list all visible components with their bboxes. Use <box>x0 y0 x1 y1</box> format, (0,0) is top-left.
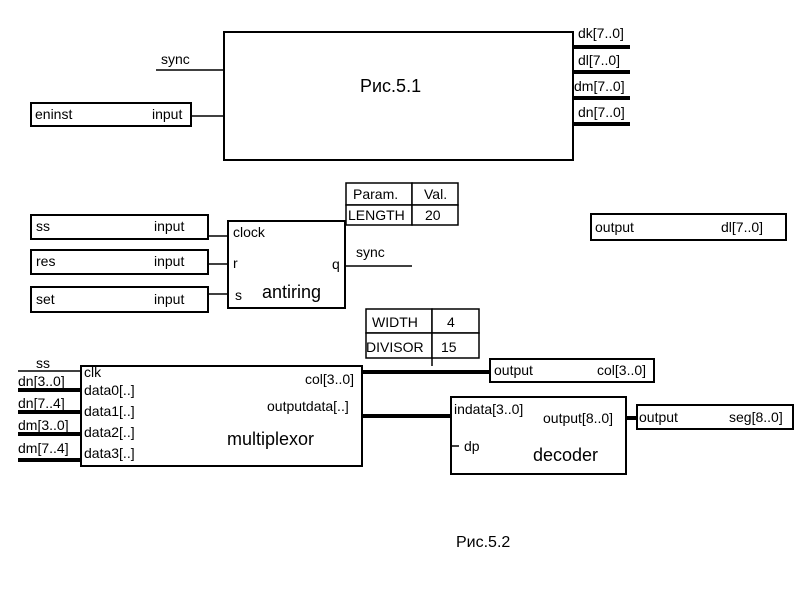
fig1-out-dl: dl[7..0] <box>578 52 620 68</box>
decoder-port-output: output[8..0] <box>543 410 613 426</box>
col-pin-box <box>489 358 655 383</box>
antiring-port-clock: clock <box>233 224 266 240</box>
ss-type: input <box>154 218 184 234</box>
ss-name: ss <box>36 218 50 234</box>
seg-name: seg[8..0] <box>729 409 783 425</box>
output-pin-dl: output dl[7..0] <box>590 213 787 241</box>
eninst-name: eninst <box>35 106 72 122</box>
fig1-out-dk: dk[7..0] <box>578 25 624 41</box>
antiring-param-table: Param. Val. LENGTH 20 <box>345 182 459 226</box>
seg-pin-box <box>636 404 794 430</box>
mux-port-outputdata: outputdata[..] <box>267 398 349 414</box>
input-pin-set: set input <box>30 286 228 313</box>
antiring-port-r: r <box>233 255 238 271</box>
width-value-cell <box>431 308 480 334</box>
divisor-value: 15 <box>441 339 457 355</box>
mux-port-col: col[3..0] <box>305 371 354 387</box>
input-pin-res: res input <box>30 249 228 275</box>
decoder-block: indata[3..0] dp output[8..0] decoder <box>450 396 637 475</box>
fig1-out-dn: dn[7..0] <box>578 104 625 120</box>
col-name: col[3..0] <box>597 362 646 378</box>
width-name: WIDTH <box>372 314 418 330</box>
antiring-box <box>227 220 346 309</box>
res-pin-box <box>30 249 209 275</box>
antiring-out-label: sync <box>356 244 385 260</box>
antiring-block: clock r s q antiring sync <box>227 220 412 309</box>
mux-port-clk: clk <box>84 364 102 380</box>
mux-port-data3: data3[..] <box>84 445 135 461</box>
width-name-cell <box>365 308 433 334</box>
mux-in-ss: ss <box>36 355 50 371</box>
mux-port-data1: data1[..] <box>84 403 135 419</box>
decoder-port-indata: indata[3..0] <box>454 401 523 417</box>
multiplexor-block: clk data0[..] data1[..] data2[..] data3[… <box>18 355 363 467</box>
fig1-title: Рис.5.1 <box>360 76 421 96</box>
decoder-title: decoder <box>533 445 598 465</box>
multiplexor-title: multiplexor <box>227 429 314 449</box>
res-name: res <box>36 253 55 269</box>
dl-name: dl[7..0] <box>721 219 763 235</box>
mux-port-data0: data0[..] <box>84 382 135 398</box>
divisor-name: DIVISOR <box>366 339 424 355</box>
width-value: 4 <box>447 314 455 330</box>
param-header: Param. <box>353 186 398 202</box>
mux-in-d3: dm[7..4] <box>18 440 69 456</box>
output-pin-col: output col[3..0] <box>489 358 655 383</box>
antiring-port-q: q <box>332 256 340 272</box>
mux-in-d2: dm[3..0] <box>18 417 69 433</box>
decoder-port-dp: dp <box>464 438 480 454</box>
fig1-box <box>223 31 574 161</box>
ss-pin-box <box>30 214 209 240</box>
set-type: input <box>154 291 184 307</box>
dl-type: output <box>595 219 634 235</box>
val-header: Val. <box>424 186 447 202</box>
mux-port-data2: data2[..] <box>84 424 135 440</box>
res-type: input <box>154 253 184 269</box>
length-value-cell <box>411 204 459 226</box>
output-pin-seg: output seg[8..0] <box>636 404 794 430</box>
mux-in-d0: dn[3..0] <box>18 373 65 389</box>
fig2-caption: Рис.5.2 <box>456 534 510 551</box>
length-value: 20 <box>425 207 441 223</box>
mux-param-table: WIDTH 4 DIVISOR 15 <box>365 308 480 366</box>
col-type: output <box>494 362 533 378</box>
length-name: LENGTH <box>348 207 405 223</box>
seg-type: output <box>639 409 678 425</box>
antiring-title: antiring <box>262 282 321 302</box>
divisor-name-cell <box>365 332 433 359</box>
antiring-port-s: s <box>235 287 242 303</box>
eninst-type: input <box>152 106 182 122</box>
eninst-input-pin <box>30 102 192 127</box>
set-pin-box <box>30 286 209 313</box>
fig1-out-dm: dm[7..0] <box>574 78 625 94</box>
decoder-box <box>450 396 627 475</box>
set-name: set <box>36 291 55 307</box>
input-pin-ss: ss input <box>30 214 228 240</box>
mux-in-d1: dn[7..4] <box>18 395 65 411</box>
dl-pin-box <box>590 213 787 241</box>
multiplexor-box <box>80 365 363 467</box>
fig1-block: Рис.5.1 sync eninst input dk[7..0] dl[7.… <box>30 25 630 161</box>
divisor-value-cell <box>431 332 480 359</box>
fig1-sync-label: sync <box>161 51 190 67</box>
